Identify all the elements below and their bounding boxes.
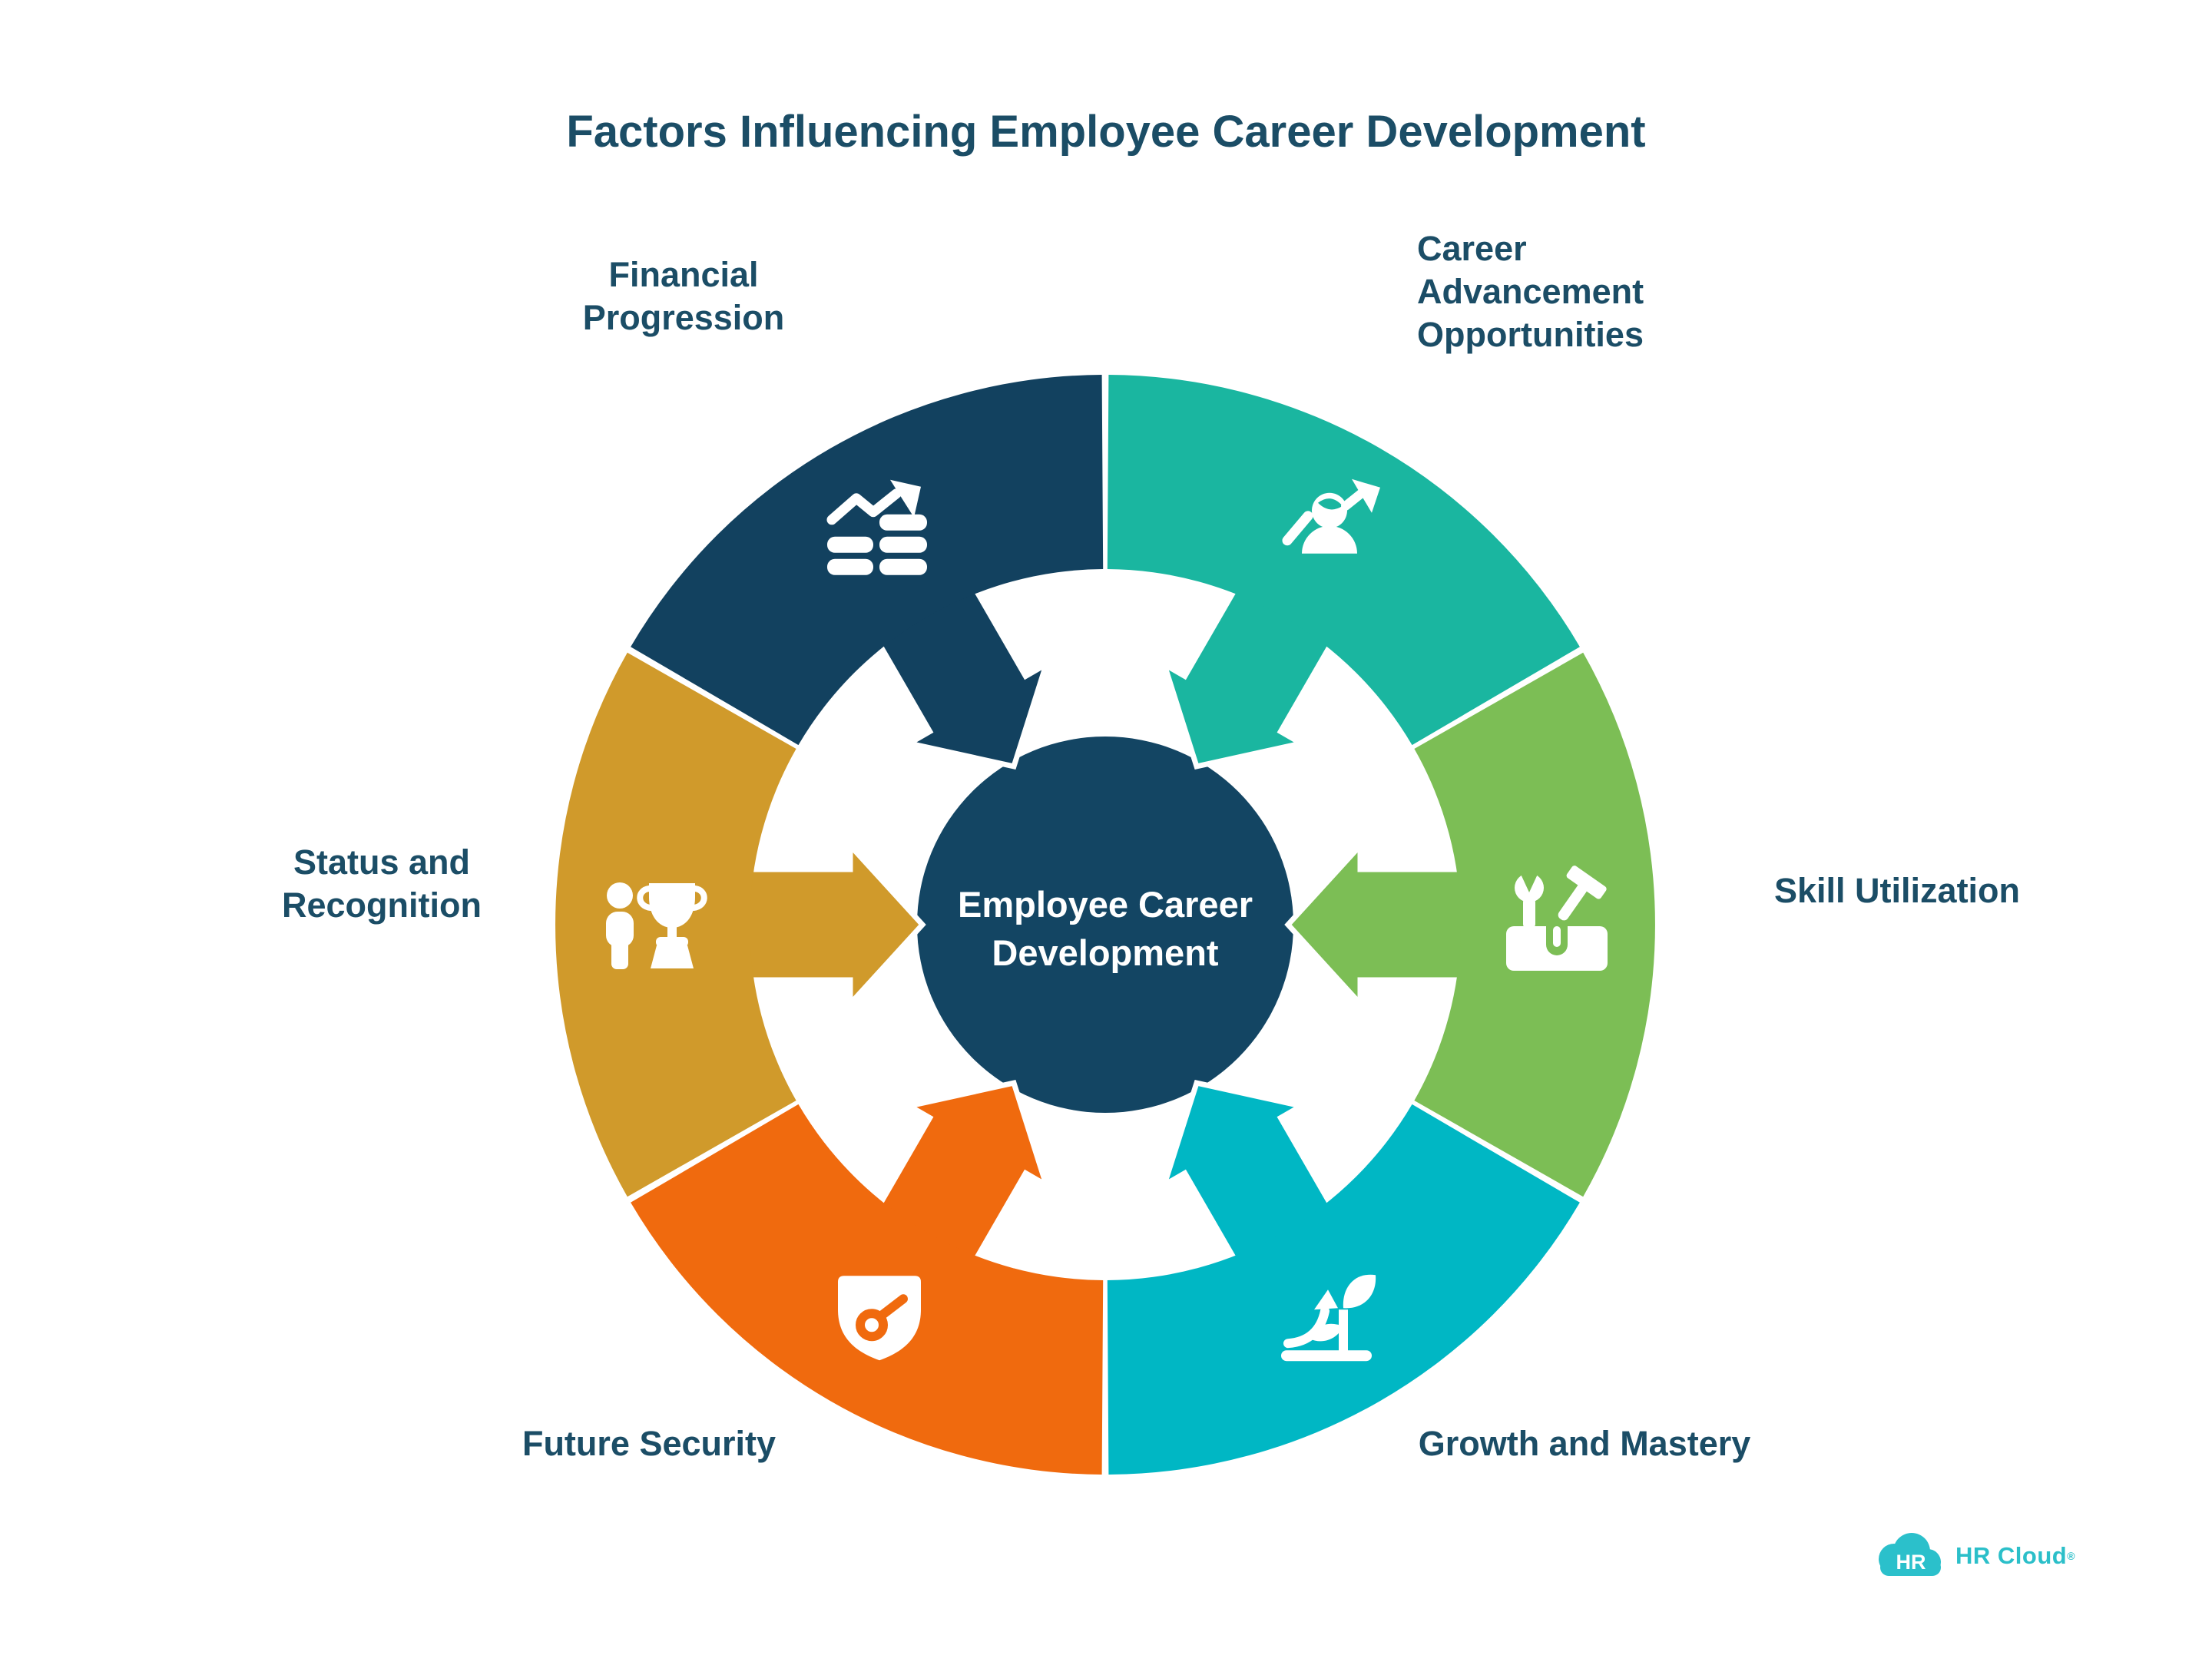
center-label: Employee Career Development	[957, 884, 1253, 974]
segment-growth-mastery	[1107, 1104, 1580, 1475]
future-security-icon	[838, 1276, 921, 1361]
brand-name: HR Cloud	[1955, 1542, 2068, 1569]
status-recognition-icon	[606, 882, 707, 969]
growth-mastery-icon	[1281, 1274, 1376, 1362]
factor-label-future-security: Future Security	[522, 1424, 777, 1463]
center-circle	[917, 737, 1293, 1113]
factor-label-career-advancement: Career Advancement Opportunities	[1417, 229, 1644, 354]
factor-label-skill-utilization: Skill Utilization	[1774, 871, 2021, 910]
career-advancement-icon	[1282, 478, 1380, 554]
logo-badge: HR	[1896, 1551, 1926, 1574]
segment-career-advancement	[1107, 375, 1580, 746]
page-title: Factors Influencing Employee Career Deve…	[566, 107, 1646, 157]
registered-mark: ®	[2067, 1550, 2075, 1562]
factor-label-status-recognition: Status and Recognition	[282, 842, 482, 925]
factor-label-growth-mastery: Growth and Mastery	[1418, 1424, 1751, 1463]
wheel-icons	[606, 478, 1608, 1362]
financial-progression-icon	[826, 479, 927, 575]
skill-utilization-icon	[1506, 866, 1608, 971]
factor-label-financial-progression: Financial Progression	[582, 255, 785, 337]
cloud-icon: HR	[1879, 1533, 1941, 1576]
hr-cloud-logo: HR HR Cloud ®	[1871, 1527, 2075, 1585]
